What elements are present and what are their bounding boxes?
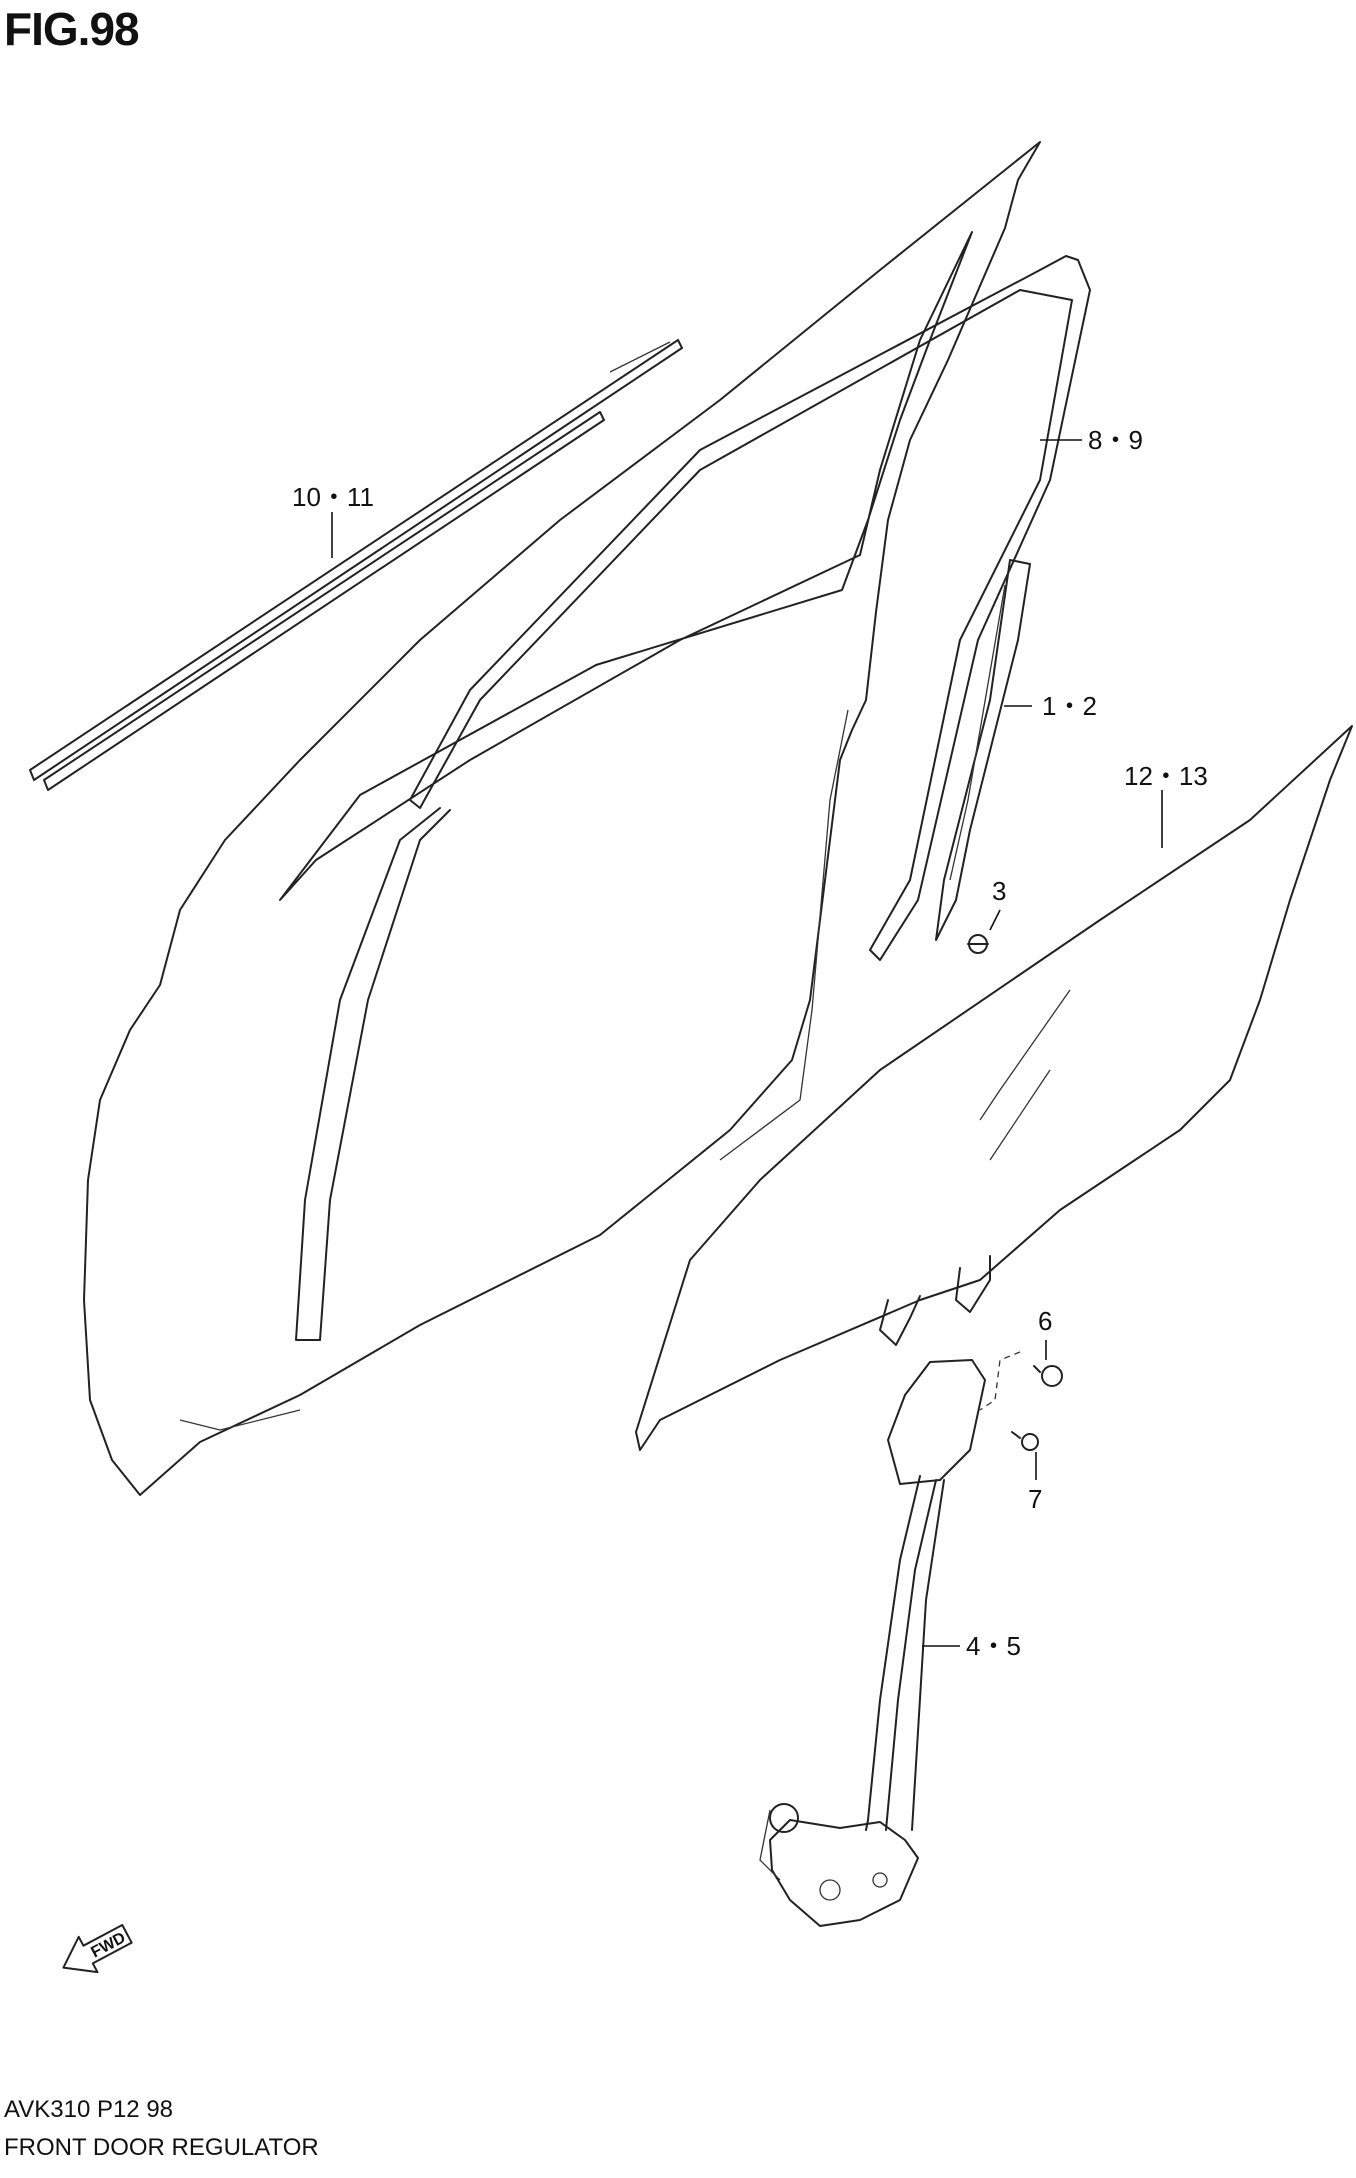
callout-6: 6 [1038, 1306, 1052, 1336]
callout-8-9: 8・9 [1088, 425, 1143, 455]
callout-4-5: 4・5 [966, 1631, 1021, 1661]
footer-name: FRONT DOOR REGULATOR [4, 2134, 319, 2161]
callout-7: 7 [1028, 1484, 1042, 1514]
footer-code: AVK310 P12 98 [4, 2096, 174, 2123]
bolt-3 [967, 934, 989, 954]
callout-12-13: 12・13 [1124, 761, 1208, 791]
bolt-6 [1033, 1365, 1063, 1387]
door-glass [635, 725, 1353, 1451]
door-panel [83, 141, 1041, 1496]
callout-3: 3 [992, 876, 1006, 906]
callout-1-2: 1・2 [1042, 691, 1097, 721]
fwd-label: FWD [88, 1929, 128, 1961]
fwd-arrow-icon: FWD [62, 1924, 133, 1974]
window-regulator [759, 1359, 986, 1927]
bolt-7 [1011, 1431, 1039, 1451]
rear-sash-channel [935, 559, 1031, 941]
glass-run-channel [295, 255, 1091, 1341]
leader-lines [331, 439, 1163, 1647]
callout-10-11: 10・11 [292, 482, 374, 512]
figure-title: FIG.98 [4, 3, 140, 55]
belt-weatherstrip [29, 339, 683, 791]
